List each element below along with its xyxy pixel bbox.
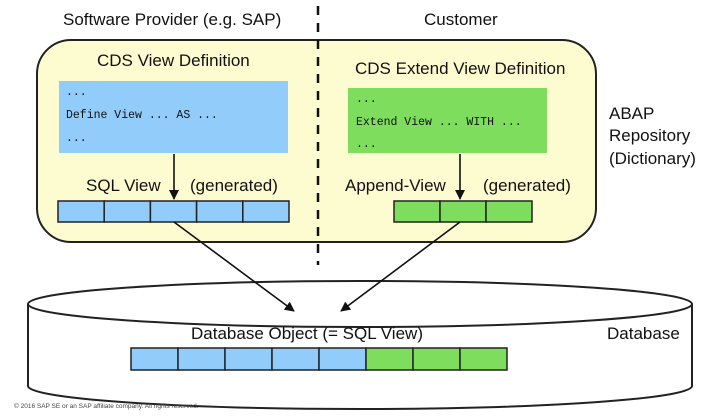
customer-code-line-1: ... xyxy=(356,93,377,106)
sql-view-cells xyxy=(57,200,290,223)
customer-code-line-3: ... xyxy=(356,138,377,151)
customer-heading: Customer xyxy=(424,10,498,29)
sql-view-cell-4 xyxy=(195,200,244,223)
append-view-cell-3 xyxy=(485,200,533,223)
sql-view-label: SQL View xyxy=(86,176,161,195)
customer-code-line-2: Extend View ... WITH ... xyxy=(356,116,522,129)
sql-view-cell-2 xyxy=(103,200,152,223)
database-object-cell-7 xyxy=(412,347,461,371)
provider-code-line-2: Define View ... AS ... xyxy=(66,109,218,122)
arrow-append-view-to-db-object xyxy=(340,221,461,312)
database-object-cell-8 xyxy=(459,347,508,371)
database-object-cell-1 xyxy=(130,347,179,371)
customer-code-box xyxy=(348,88,547,153)
database-object-cells xyxy=(130,347,508,371)
append-view-label: Append-View xyxy=(345,176,446,195)
cds-extend-view-definition-title: CDS Extend View Definition xyxy=(355,59,566,78)
arrow-sql-view-to-db-object xyxy=(173,221,295,312)
abap-repository-label-line1: ABAP xyxy=(609,104,655,123)
cds-view-definition-title: CDS View Definition xyxy=(97,51,250,70)
sql-view-cell-3 xyxy=(149,200,198,223)
database-cylinder xyxy=(27,280,693,410)
sql-view-cell-1 xyxy=(57,200,105,223)
database-object-cell-2 xyxy=(177,347,226,371)
provider-heading: Software Provider (e.g. SAP) xyxy=(63,10,282,29)
abap-repository-label-line2: Repository xyxy=(609,126,691,145)
abap-repository-label-line3: (Dictionary) xyxy=(609,149,696,168)
sql-view-generated-label: (generated) xyxy=(190,176,278,195)
append-view-cells xyxy=(393,200,533,223)
provider-code-line-3: ... xyxy=(66,132,87,145)
sql-view-cell-5 xyxy=(242,200,290,223)
append-view-cell-2 xyxy=(439,200,487,223)
append-view-cell-1 xyxy=(393,200,441,223)
database-object-cell-4 xyxy=(271,347,320,371)
copyright-notice: © 2016 SAP SE or an SAP affiliate compan… xyxy=(14,403,199,410)
provider-code-box xyxy=(59,81,288,153)
append-view-generated-label: (generated) xyxy=(483,176,571,195)
database-label: Database xyxy=(607,324,680,343)
provider-code-line-1: ... xyxy=(66,86,87,99)
database-object-cell-6 xyxy=(365,347,414,371)
database-object-label: Database Object (= SQL View) xyxy=(191,324,423,343)
database-object-cell-5 xyxy=(318,347,367,371)
database-object-cell-3 xyxy=(224,347,273,371)
